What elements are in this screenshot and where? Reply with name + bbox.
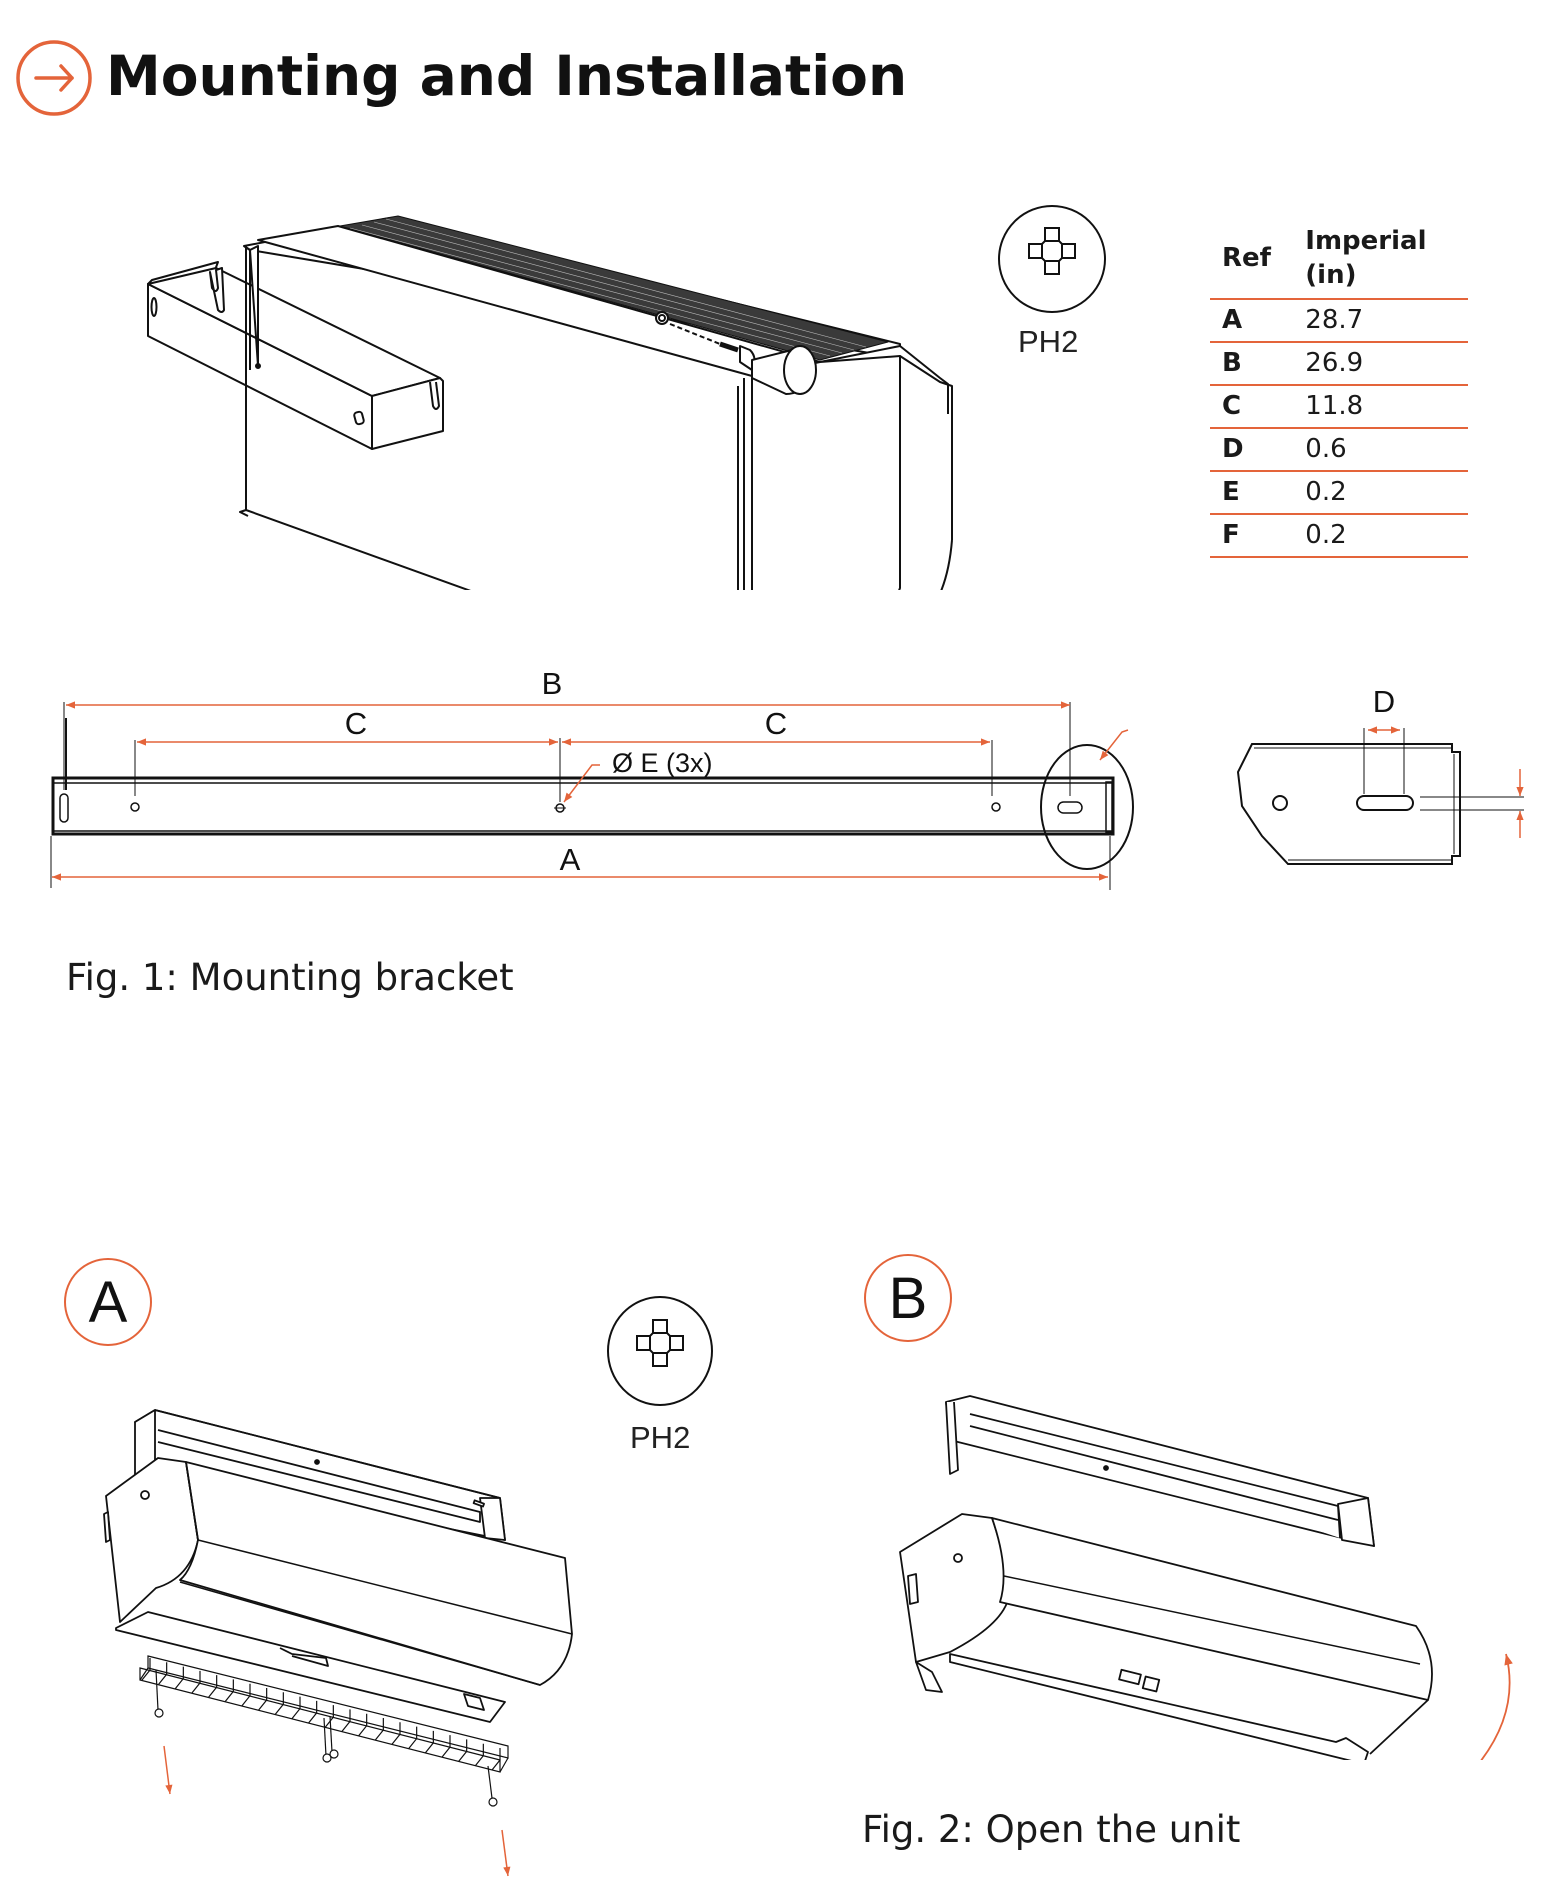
phillips-screwdriver-icon [998,205,1106,313]
step-badge-b: B [864,1254,952,1342]
grille-rib [191,1670,201,1694]
grille-rib [258,1688,268,1711]
value-cell: 0.2 [1293,514,1468,558]
section-header [14,38,1014,128]
grille-rib [224,1679,234,1702]
ref-cell: C [1210,385,1294,429]
dimension-label-c-right: C [765,706,787,741]
value-cell: 26.9 [1293,342,1468,386]
step-badge-b-label: B [888,1265,928,1331]
column-header-ref: Ref [1210,222,1294,300]
hole-diameter-note: Ø E (3x) [612,748,713,778]
open-unit-drawing [899,1395,1513,1760]
dimension-label-d: D [1373,684,1395,719]
figure-1-caption: Fig. 1: Mounting bracket [66,956,514,999]
grille-rib [208,1675,218,1698]
figure-2-caption: Fig. 2: Open the unit [862,1808,1241,1851]
grille-rib [441,1735,451,1758]
dimension-label-f: F [1547,795,1554,814]
grille-rib [408,1726,418,1749]
step-badge-a-label: A [88,1269,128,1335]
step-badge-a: A [64,1258,152,1346]
grille-rib [241,1683,251,1707]
value-cell: 0.2 [1293,471,1468,515]
column-header-imperial: Imperial (in) [1293,222,1468,300]
ref-cell: F [1210,514,1294,558]
grille-rib [174,1666,184,1689]
grille-rib [324,1705,334,1728]
grille-rib [424,1730,434,1754]
grille-rib [141,1658,151,1681]
grille-rib [341,1709,351,1732]
tool-label: PH2 [1018,324,1079,359]
value-cell: 11.8 [1293,385,1468,429]
spec-table-header-row: Ref Imperial (in) [1210,222,1468,300]
dimension-label-a: A [560,842,581,877]
bracket-dimension-drawing: B C C Ø E (3x) A [50,666,1134,890]
grille-rib [358,1713,368,1737]
grille-rib [391,1722,401,1745]
ref-cell: A [1210,299,1294,343]
grille-rib [491,1748,501,1771]
ref-cell: E [1210,471,1294,515]
value-cell: 28.7 [1293,299,1468,343]
value-cell: 0.6 [1293,428,1468,472]
step-a-tool-label: PH2 [630,1420,691,1455]
phillips-screwdriver-icon [607,1296,713,1406]
grille-rib [274,1692,284,1715]
ref-cell: D [1210,428,1294,472]
ref-cell: B [1210,342,1294,386]
bracket-end-detail-drawing: D F [1236,684,1554,865]
grille-rib [308,1700,318,1724]
unit-bracket-isometric-drawing [147,215,953,590]
dimension-label-b: B [542,666,563,701]
grille-rib [291,1696,301,1719]
grille-rib [374,1718,384,1741]
arrow-right-circle-icon [16,40,92,116]
page-title: Mounting and Installation [106,44,908,108]
grille-rib [458,1739,468,1762]
remove-grille-drawing [103,1409,573,1877]
dimension-label-c-left: C [345,706,367,741]
grille-rib [474,1743,484,1767]
grille-rib [158,1662,168,1685]
